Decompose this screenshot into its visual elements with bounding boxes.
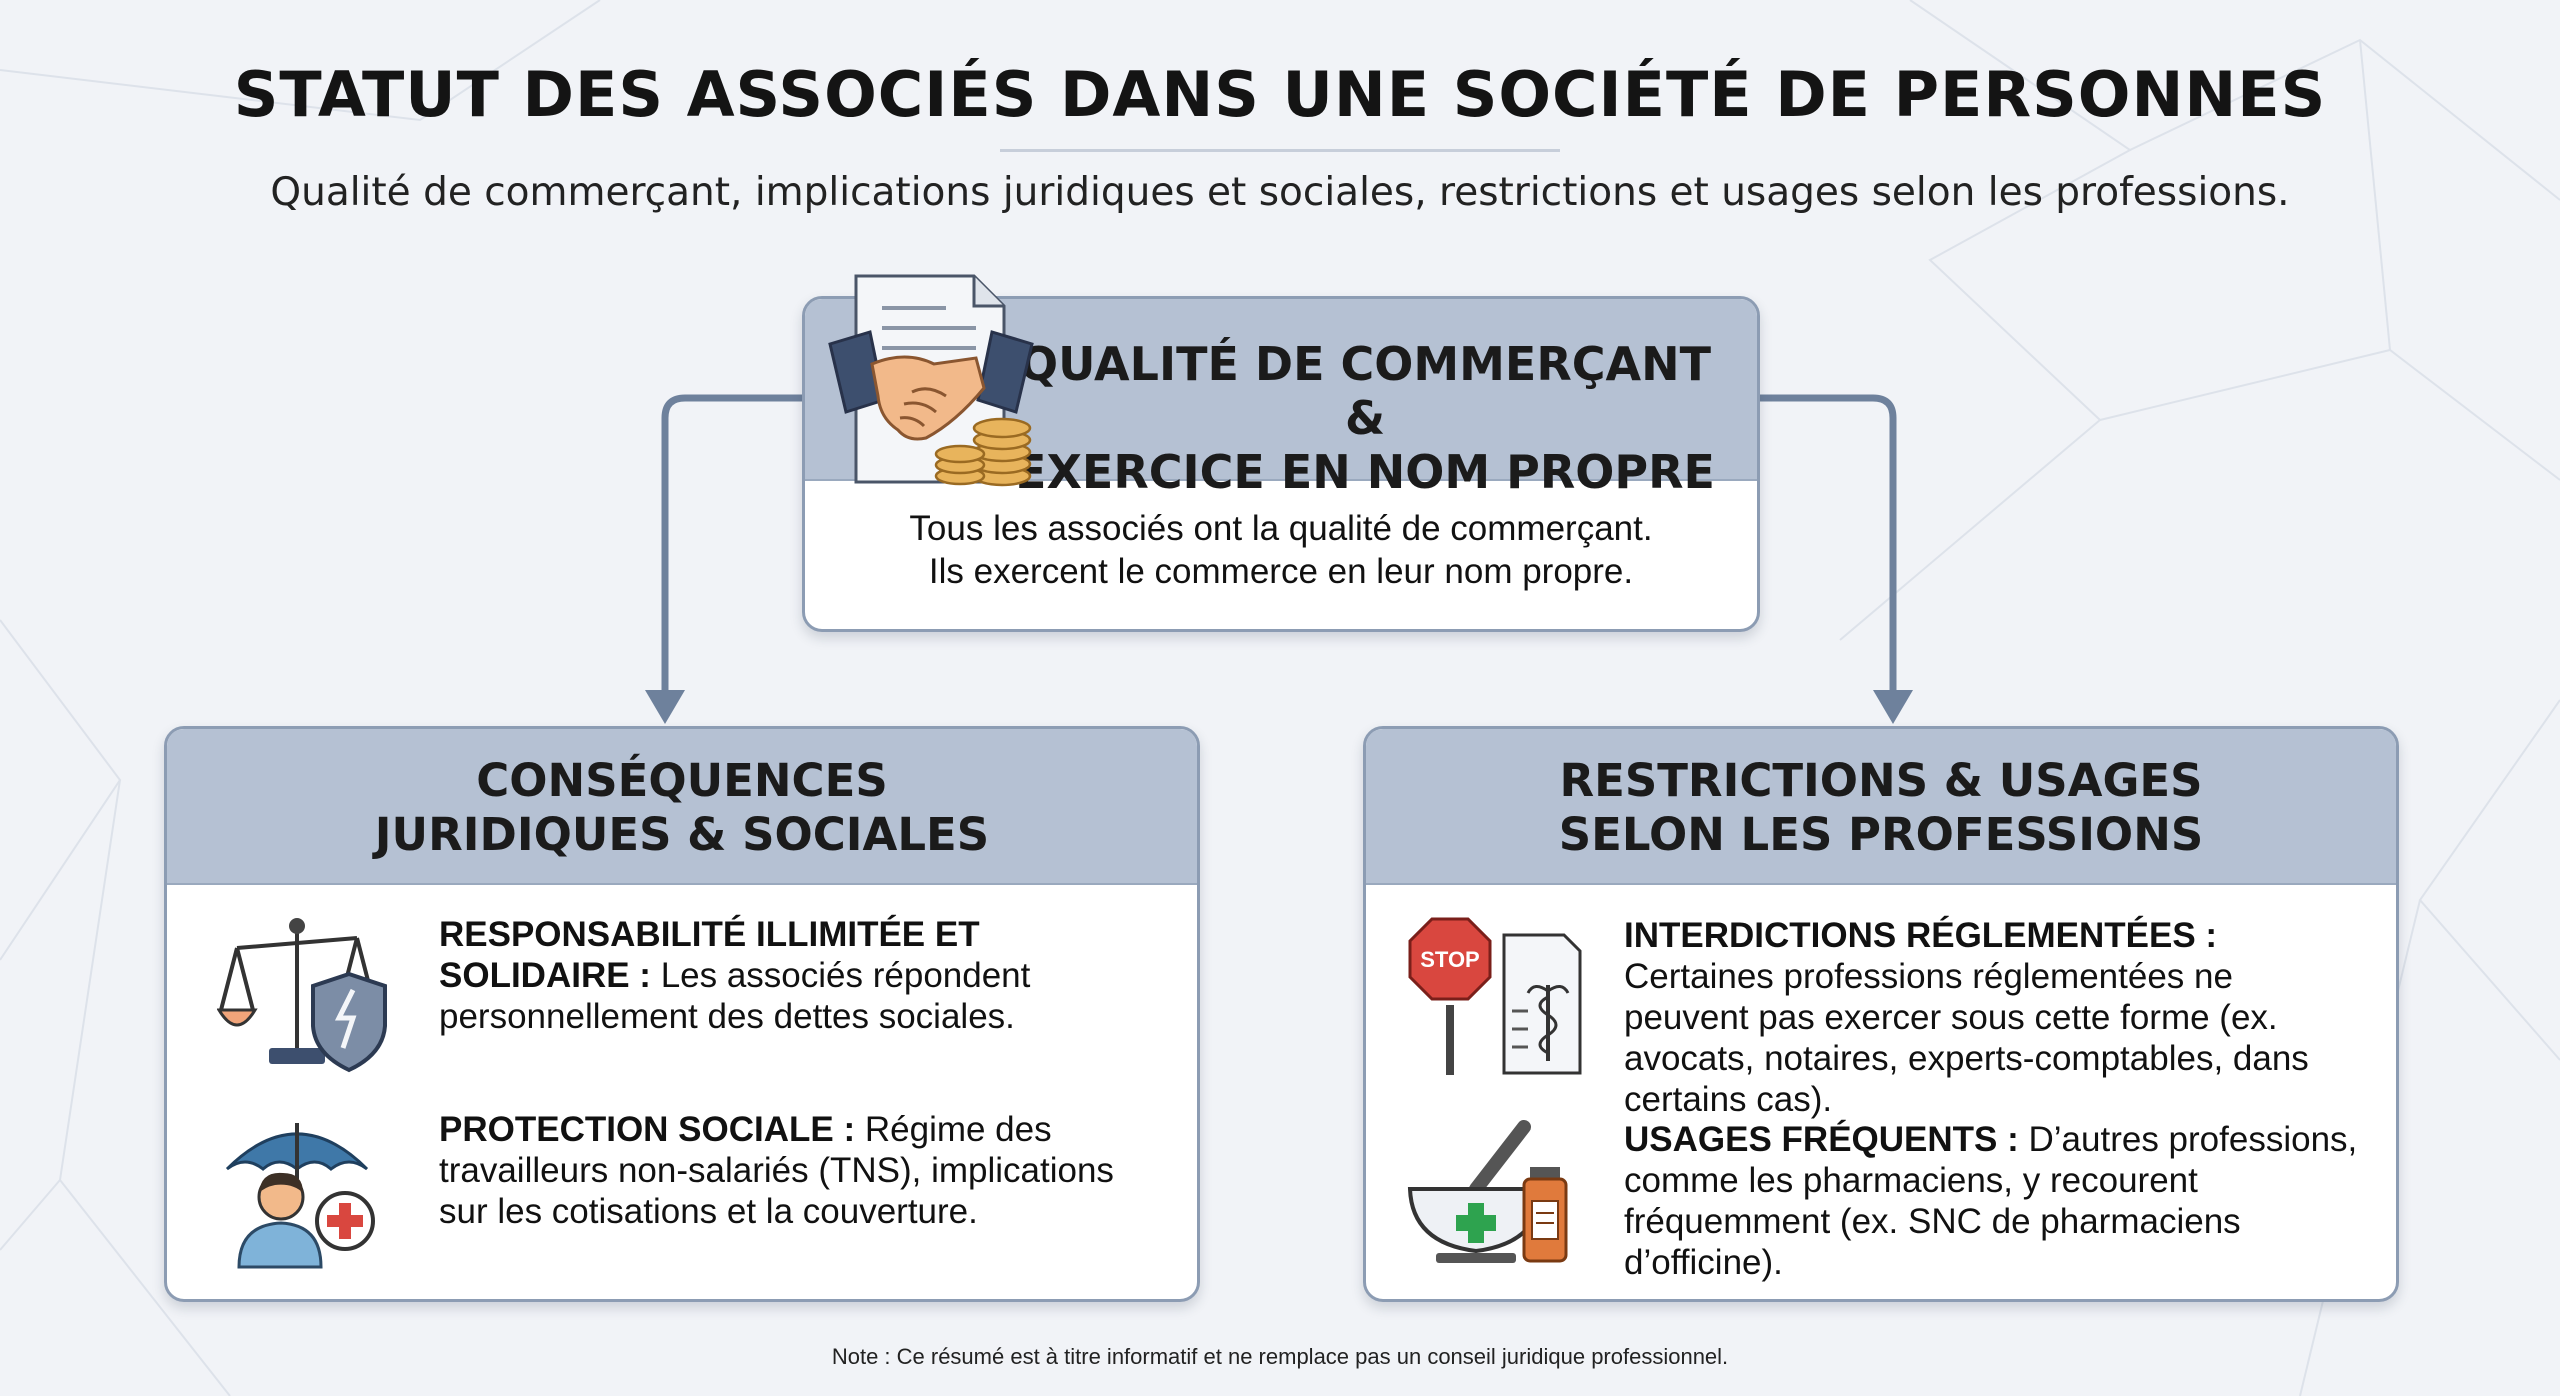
list-item: STOP INTERDICTIONS RÉGLEMENTÉES : Certai…: [1406, 915, 2376, 1119]
card-restrictions-usages: RESTRICTIONS & USAGES SELON LES PROFESSI…: [1363, 726, 2399, 1302]
page-subtitle: Qualité de commerçant, implications juri…: [270, 170, 2290, 215]
card-restrictions-header: RESTRICTIONS & USAGES SELON LES PROFESSI…: [1366, 729, 2396, 885]
card-legal-social-header: CONSÉQUENCES JURIDIQUES & SOCIALES: [167, 729, 1197, 885]
arrowhead-right: [1873, 690, 1913, 724]
list-item: RESPONSABILITÉ ILLIMITÉE ET SOLIDAIRE : …: [217, 914, 1177, 1073]
card-merchant-status: QUALITÉ DE COMMERÇANT & EXERCICE EN NOM …: [802, 296, 1760, 632]
handshake-document-coins-icon: [828, 274, 1034, 487]
card-merchant-status-body: Tous les associés ont la qualité de comm…: [909, 509, 1653, 591]
scales-shield-icon: [217, 918, 387, 1073]
mortar-pestle-icon: [1407, 1120, 1568, 1263]
stop-sign-document-icon: STOP: [1408, 917, 1582, 1075]
connector-left: [661, 394, 802, 690]
list-item: USAGES FRÉQUENTS : D’autres professions,…: [1406, 1119, 2376, 1282]
page-title: STATUT DES ASSOCIÉS DANS UNE SOCIÉTÉ DE …: [233, 58, 2327, 131]
connector-right: [1754, 394, 1897, 690]
list-item: PROTECTION SOCIALE : Régime des travaill…: [217, 1109, 1177, 1269]
stop-sign-label: STOP: [1420, 947, 1480, 972]
title-divider: [1000, 149, 1560, 152]
umbrella-person-icon: [225, 1123, 375, 1269]
card-merchant-status-header: QUALITÉ DE COMMERÇANT & EXERCICE EN NOM …: [805, 299, 1757, 499]
card-merchant-status-title: QUALITÉ DE COMMERÇANT & EXERCICE EN NOM …: [1015, 337, 1715, 499]
card-legal-social-consequences: CONSÉQUENCES JURIDIQUES & SOCIALES RESPO…: [164, 726, 1200, 1302]
disclaimer-note: Note : Ce résumé est à titre informatif …: [831, 1344, 1729, 1369]
arrowhead-left: [645, 690, 685, 724]
